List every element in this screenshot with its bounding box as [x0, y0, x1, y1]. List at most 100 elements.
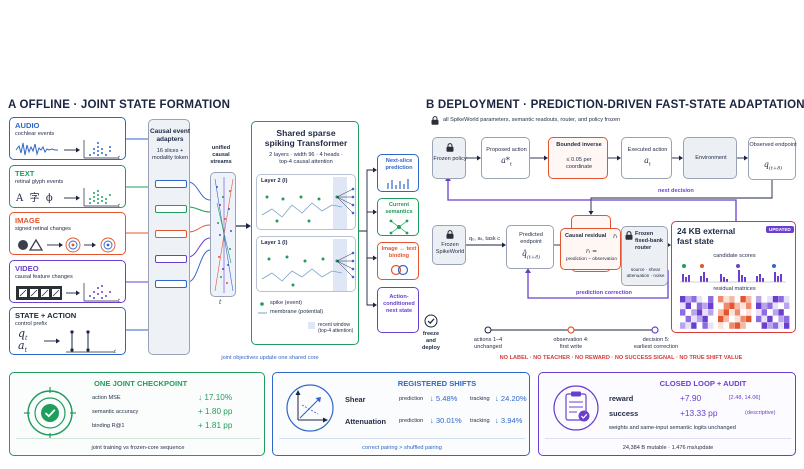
residual-symbol: rₜ — [613, 233, 618, 240]
output-next-slice-label: Next-slice prediction — [385, 158, 413, 171]
lock-icon — [446, 230, 454, 239]
executed-action-box: Executed action at — [621, 137, 672, 179]
heatmap-cell — [756, 296, 762, 303]
proposed-action-box: Proposed action a*t — [481, 137, 530, 179]
clipboard-check-icon — [553, 385, 599, 431]
film-strip-icon: t — [16, 283, 121, 304]
transformer-desc-1: 2 layers · width 96 · 4 heads · — [269, 152, 343, 158]
output-next-slice: Next-slice prediction — [377, 154, 419, 192]
divider — [279, 438, 525, 439]
adapters-sub1: 16 slices + — [156, 148, 184, 154]
timeline-label-3b: earliest correction — [633, 344, 679, 350]
heatmap-cell — [708, 315, 714, 323]
streams-label-2: causal — [212, 152, 230, 158]
heatmap-cell — [784, 309, 790, 316]
checkpoint-card: ONE JOINT CHECKPOINT action MSE ↓ 17.10%… — [9, 372, 265, 456]
router-label-2: fixed-bank — [635, 238, 663, 244]
adapters-title: Causal event adapters — [149, 128, 191, 143]
heatmap-cell — [761, 322, 767, 329]
heatmap-cell — [767, 309, 773, 316]
predicted-endpoint-label-2: endpoint — [520, 239, 542, 245]
heatmap-cell — [734, 322, 741, 329]
image-label: IMAGE — [15, 216, 40, 225]
heatmap-cell — [729, 322, 735, 329]
timeline-label-2a: observation 4: — [553, 337, 589, 343]
audit-row-value: +13.33 pp — [680, 408, 718, 418]
glyph-icons: A 字 ϕ — [16, 193, 53, 204]
shift-name: Shear — [345, 395, 366, 404]
shift-track-label: tracking — [470, 396, 490, 402]
proposed-action-symbol: a*t — [501, 156, 512, 168]
divider — [16, 438, 260, 439]
audit-row-note: [2.48, 14.06] — [729, 395, 761, 401]
heatmap-cell — [767, 322, 773, 329]
router-label-1: Frozen — [635, 231, 654, 237]
frozen-policy-label: Frozen policy — [433, 156, 467, 162]
frozen-router-box — [624, 221, 646, 222]
adapter-row — [155, 230, 187, 238]
image-input-box: IMAGE signed retinal changes — [9, 212, 126, 255]
heatmap-cell — [778, 309, 784, 316]
heatmap-cell — [723, 302, 729, 309]
state-action-label: STATE + ACTION — [15, 311, 77, 320]
control-spikes-icon: t — [44, 330, 117, 355]
heatmap-cell — [680, 315, 686, 323]
heatmap-cell — [772, 302, 779, 309]
shift-axes-icon — [286, 384, 334, 432]
shift-name: Attenuation — [345, 417, 387, 426]
executed-action-label: Executed action — [627, 147, 668, 153]
adapter-row — [155, 255, 187, 263]
streams-label-1: unified — [211, 145, 231, 151]
state-action-input-box: STATE + ACTION control prefix qt at t — [9, 307, 126, 355]
heatmap-cell — [691, 296, 697, 303]
svg-text:t: t — [118, 203, 121, 209]
residual-title: Causal residual — [565, 233, 607, 239]
text-label: TEXT — [15, 169, 35, 178]
heatmap-cell — [685, 296, 691, 303]
heatmap-cell — [734, 315, 741, 323]
frozen-spikeworld-label-1: Frozen — [441, 242, 459, 248]
causal-event-adapters-box: Causal event adapters 16 slices + modali… — [148, 119, 190, 355]
shifts-title: REGISTERED SHIFTS — [397, 379, 477, 388]
audit-line: weights and same-input semantic logits u… — [609, 425, 736, 431]
bounded-inverse-box: Bounded inverse ≤ 0.05 per coordinate — [548, 137, 608, 179]
timeline-label-2b: first write — [559, 344, 583, 350]
output-binding-label: Image ↔ text binding — [381, 246, 417, 259]
video-label: VIDEO — [15, 264, 39, 273]
heatmap-cell — [740, 309, 746, 316]
heatmap-cell — [685, 302, 691, 309]
layer-1-label: Layer 1 (l) — [261, 240, 288, 246]
heatmap-cell — [691, 322, 697, 329]
recent-window-shade — [333, 239, 347, 291]
heatmap-cell — [784, 322, 790, 329]
heatmap-cell — [784, 296, 790, 303]
heatmap-cell — [778, 296, 784, 303]
heatmap-cell — [708, 309, 714, 316]
transformer-desc-2: top-4 causal attention — [279, 159, 333, 165]
heatmap-cell — [746, 296, 752, 303]
svg-text:t: t — [118, 298, 121, 304]
frozen-spikeworld-box: Frozen SpikeWorld — [432, 225, 466, 265]
legend-spike: spike (event) — [270, 300, 303, 306]
heatmap-cell — [729, 296, 735, 303]
heatmap-cell — [702, 315, 708, 323]
router-sub-1: source · shear — [630, 267, 661, 272]
legend-window-2: (top-4 attention) — [318, 328, 354, 334]
audio-label: AUDIO — [15, 121, 40, 130]
heatmap-cell — [746, 315, 752, 323]
heatmap-cell — [702, 309, 708, 316]
observed-endpoint-box: Observed endpoint q(t+8) — [748, 137, 797, 180]
heatmap-cell — [702, 302, 708, 309]
freeze-line-2: and — [426, 338, 436, 344]
heatmap-cell — [702, 322, 708, 329]
output-next-state-label: Action-conditioned next state — [383, 294, 415, 314]
heatmap-cell — [761, 302, 767, 309]
shift-track-value: ↓ 24.20% — [495, 394, 527, 403]
predicted-endpoint-symbol: q̂(t+8) — [521, 249, 541, 261]
shift-track-label: tracking — [470, 418, 490, 424]
constraints-line: NO LABEL · NO TEACHER · NO REWARD · NO S… — [499, 355, 743, 361]
heatmap-cell — [680, 322, 686, 329]
heatmap-cell — [734, 302, 741, 309]
registered-shifts-card: REGISTERED SHIFTS Shear prediction ↓ 5.4… — [272, 372, 530, 456]
